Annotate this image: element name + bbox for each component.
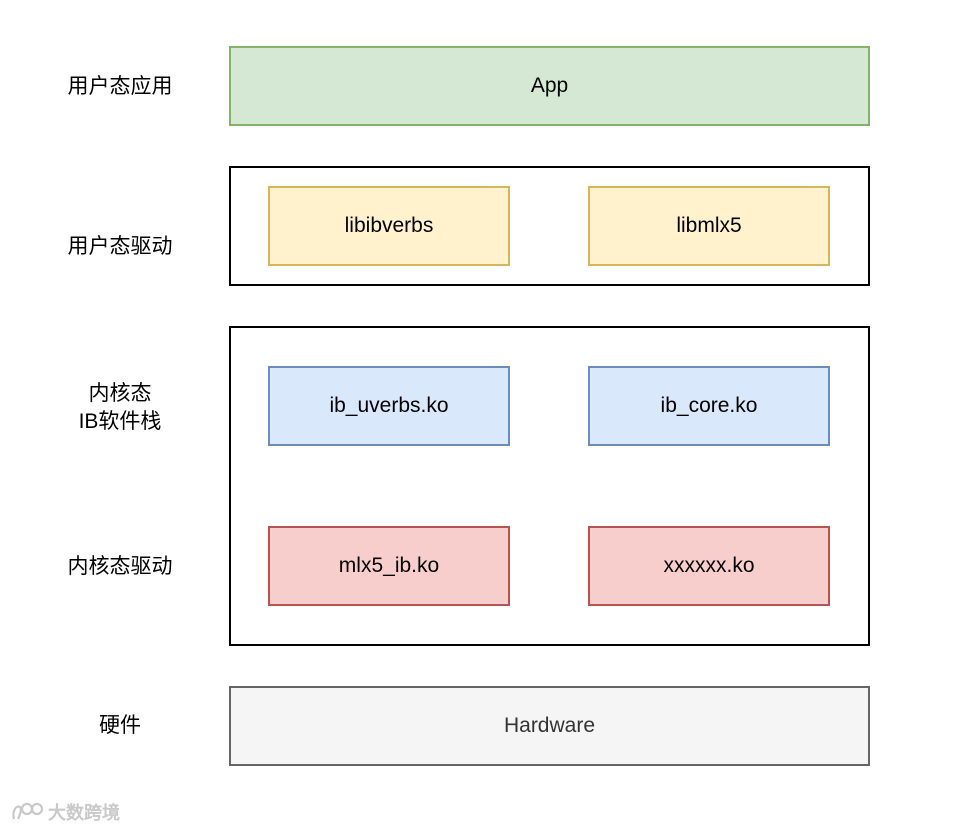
mlx5-ib-box: mlx5_ib.ko (268, 526, 510, 606)
layer-label-kernel-ib-stack: 内核态 IB软件栈 (40, 380, 200, 436)
ib-uverbs-box: ib_uverbs.ko (268, 366, 510, 446)
xxxxxx-box: xxxxxx.ko (588, 526, 830, 606)
layer-label-kernel-ib-stack-line1: 内核态 (88, 382, 152, 405)
app-box-label: App (530, 74, 569, 97)
watermark-text: 大数跨境 (48, 803, 120, 824)
libibverbs-label: libibverbs (344, 214, 434, 237)
layer-label-user-driver: 用户态驱动 (67, 235, 173, 258)
ib-uverbs-label: ib_uverbs.ko (329, 394, 449, 417)
ib-core-box: ib_core.ko (588, 366, 830, 446)
hardware-label: Hardware (503, 714, 596, 737)
layer-label-kernel-driver: 内核态驱动 (67, 555, 173, 578)
layer-label-kernel-ib-stack-line2: IB软件栈 (78, 410, 162, 433)
xxxxxx-label: xxxxxx.ko (663, 554, 755, 577)
layer-label-hardware: 硬件 (99, 714, 141, 737)
libmlx5-box: libmlx5 (588, 186, 830, 266)
ib-core-label: ib_core.ko (660, 394, 758, 417)
logo-icon (12, 802, 44, 820)
libmlx5-label: libmlx5 (676, 214, 742, 237)
libibverbs-box: libibverbs (268, 186, 510, 266)
app-box: App (229, 46, 870, 126)
layer-label-user-app: 用户态应用 (67, 75, 173, 98)
mlx5-ib-label: mlx5_ib.ko (338, 554, 440, 577)
watermark: 大数跨境 (10, 799, 120, 825)
hardware-box: Hardware (229, 686, 870, 766)
